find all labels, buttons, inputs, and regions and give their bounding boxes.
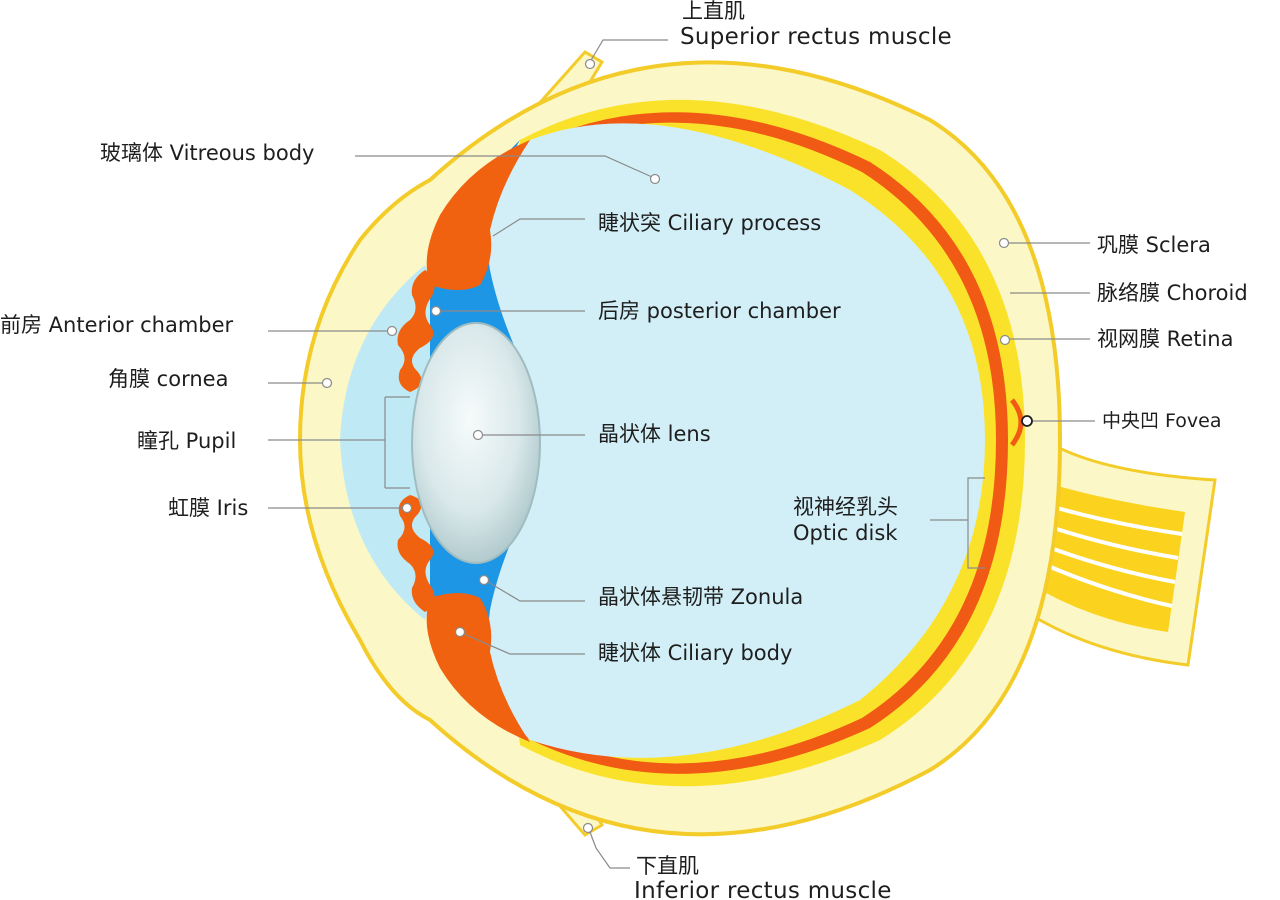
leader-superior: [589, 39, 668, 63]
label-choroid: 脉络膜 Choroid: [1097, 281, 1248, 305]
label-lens: 晶状体 lens: [598, 422, 711, 446]
iris-lower: [397, 495, 435, 612]
anchor-superior: [584, 58, 596, 70]
leader-vitreous: [355, 155, 653, 178]
anterior-chamber: [340, 265, 440, 620]
ciliary-body-lower: [426, 593, 530, 742]
anchor-zonula: [478, 574, 490, 586]
label-anterior-chamber: 前房 Anterior chamber: [0, 313, 234, 337]
anchor-fovea: [1021, 415, 1033, 427]
anchor-cornea: [321, 377, 333, 389]
label-vitreous-body: 玻璃体 Vitreous body: [100, 141, 314, 165]
leader-inferior: [589, 831, 630, 869]
label-posterior-chamber: 后房 posterior chamber: [598, 299, 841, 323]
label-fovea: 中央凹 Fovea: [1102, 410, 1222, 432]
label-optic-disk-zh: 视神经乳头: [793, 495, 898, 519]
iris-upper: [397, 270, 435, 392]
eye-cross-section: [297, 50, 1217, 837]
anchor-ciliary-body: [454, 626, 466, 638]
anchor-posterior-chamber: [430, 305, 442, 317]
label-inferior-zh: 下直肌: [636, 854, 699, 878]
labels: 上直肌 Superior rectus muscle 玻璃体 Vitreous …: [0, 0, 1248, 900]
leader-zonula: [487, 581, 585, 602]
leader-lines: [268, 39, 1095, 869]
leader-optic-disk: [930, 477, 985, 569]
leader-ciliary-body: [463, 633, 585, 655]
anchor-vitreous: [649, 173, 661, 185]
label-pupil: 瞳孔 Pupil: [137, 429, 236, 453]
label-ciliary-process: 睫状突 Ciliary process: [598, 211, 821, 235]
label-sclera: 巩膜 Sclera: [1097, 233, 1211, 257]
ciliary-body-upper: [426, 140, 530, 290]
label-superior-en: Superior rectus muscle: [680, 24, 952, 50]
label-ciliary-body: 睫状体 Ciliary body: [598, 641, 792, 665]
label-cornea: 角膜 cornea: [108, 367, 228, 391]
label-superior-zh: 上直肌: [682, 0, 745, 23]
anchor-lens: [472, 429, 484, 441]
lens: [411, 322, 541, 564]
leader-pupil: [268, 396, 410, 489]
label-optic-disk-en: Optic disk: [793, 521, 898, 545]
anchor-retina: [999, 334, 1011, 346]
label-iris: 虹膜 Iris: [168, 496, 248, 520]
anchor-iris: [401, 502, 413, 514]
label-zonula: 晶状体悬韧带 Zonula: [598, 585, 803, 609]
vitreous-body: [470, 123, 985, 758]
anchor-inferior: [582, 822, 594, 834]
fovea-pit: [1009, 398, 1024, 447]
leader-ciliary-process: [492, 218, 585, 237]
label-retina: 视网膜 Retina: [1097, 327, 1234, 351]
anchor-anterior-chamber: [386, 325, 398, 337]
anchor-sclera: [998, 237, 1010, 249]
label-inferior-en: Inferior rectus muscle: [634, 878, 892, 900]
